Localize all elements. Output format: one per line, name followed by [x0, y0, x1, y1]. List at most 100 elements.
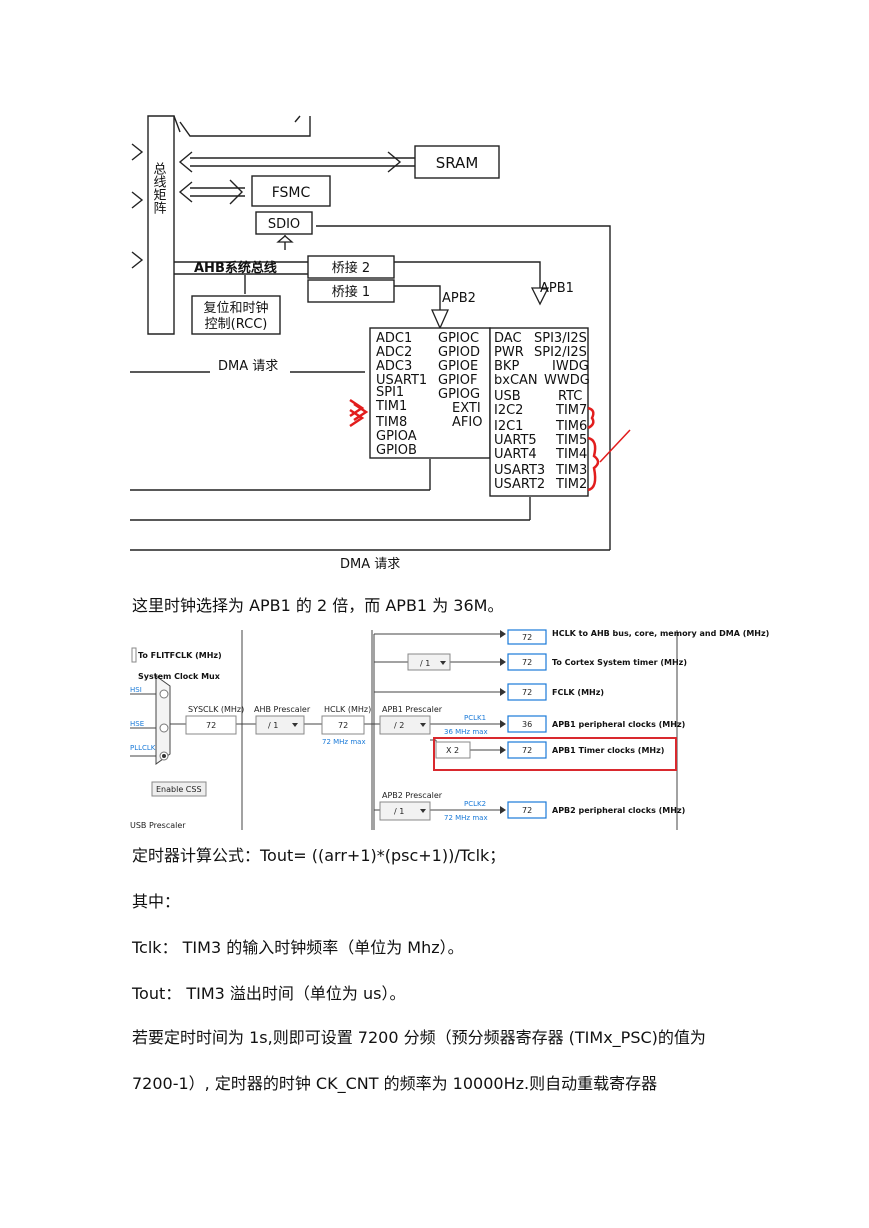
hclk-label: HCLK (MHz)	[324, 705, 371, 714]
apb1-label: APB1	[540, 281, 574, 296]
bridge1-box	[307, 279, 395, 303]
apb1-periph: I2C1	[494, 419, 523, 434]
output-label: FCLK (MHz)	[552, 688, 604, 697]
apb1-periph-tim4: TIM4	[555, 447, 587, 462]
apb2-label: APB2	[442, 291, 476, 306]
apb1-periph: UART4	[494, 447, 537, 462]
flitf-label: To FLITFCLK (MHz)	[138, 651, 222, 660]
bus-architecture-diagram: 总线矩阵 SRAM FSMC SDIO AHB系统总线 桥接 2 桥接 1 复位…	[130, 115, 631, 572]
apb1-periph: BKP	[494, 359, 519, 374]
apb1-periph: USART2	[494, 477, 545, 492]
apb2-periph: USART1	[376, 373, 427, 388]
paragraph-line2: 7200-1）, 定时器的时钟 CK_CNT 的频率为 10000Hz.则自动重…	[132, 1074, 658, 1093]
where-line: 其中：	[132, 892, 181, 911]
paragraph-line1: 若要定时时间为 1s,则即可设置 7200 分频（预分频器寄存器 (TIMx_P…	[132, 1028, 706, 1047]
apb2-periph-tim1: TIM1	[375, 399, 407, 414]
output-label: APB1 peripheral clocks (MHz)	[552, 720, 685, 729]
cortex-prescaler-select[interactable]: / 1	[420, 659, 430, 668]
apb2-prescaler-label: APB2 Prescaler	[382, 791, 443, 800]
sysclk-label: SYSCLK (MHz)	[188, 705, 244, 714]
apb1-periph-tim7: TIM7	[555, 403, 587, 418]
output-label: HCLK to AHB bus, core, memory and DMA (M…	[552, 629, 769, 638]
sram-box	[414, 145, 500, 179]
apb2-periph: ADC3	[376, 359, 412, 374]
bridge2-label: 桥接 2	[332, 260, 370, 276]
tclk-line: Tclk： TIM3 的输入时钟频率（单位为 Mhz）。	[132, 938, 464, 957]
pclk1-label: PCLK1	[464, 714, 486, 722]
red-highlight-marks	[349, 398, 631, 492]
dma-request-bottom: DMA 请求	[340, 557, 400, 572]
rcc-label-line1: 复位和时钟	[203, 300, 268, 316]
apb2-periph: SPI1	[376, 385, 404, 400]
apb1-periph-tim3: TIM3	[555, 463, 587, 478]
ahb-prescaler-label: AHB Prescaler	[254, 705, 311, 714]
tout-line: Tout： TIM3 溢出时间（单位为 us）。	[132, 984, 406, 1003]
output-value: 36	[522, 720, 532, 729]
apb1-periph: PWR	[494, 345, 524, 360]
bridge2-box	[307, 255, 395, 279]
apb1-periph-tim5: TIM5	[555, 433, 587, 448]
apb1-timer-highlight	[433, 737, 677, 771]
pllclk-label: PLLCLK	[130, 744, 156, 752]
apb1-prescaler-label: APB1 Prescaler	[382, 705, 443, 714]
apb2-periph: AFIO	[452, 415, 482, 430]
dma-request-top: DMA 请求	[218, 359, 278, 374]
apb1-periph: USB	[494, 389, 521, 404]
apb1-periph: IWDG	[552, 359, 589, 374]
apb1-prescaler-select[interactable]: / 2	[394, 721, 404, 730]
pclk2-max: 72 MHz max	[444, 814, 488, 822]
hse-label: HSE	[130, 720, 144, 728]
apb2-periph: GPIOC	[438, 331, 479, 346]
output-label: To Cortex System timer (MHz)	[552, 658, 687, 667]
fsmc-label: FSMC	[272, 185, 311, 201]
apb1-periph: USART3	[494, 463, 545, 478]
caption-apb1: 这里时钟选择为 APB1 的 2 倍，而 APB1 为 36M。	[132, 596, 504, 615]
apb1-periph: WWDG	[544, 373, 590, 388]
usb-prescaler-label: USB Prescaler	[130, 821, 186, 830]
pclk1-max: 36 MHz max	[444, 728, 488, 736]
apb1-periph-tim2: TIM2	[555, 477, 587, 492]
apb1-periph: I2C2	[494, 403, 523, 418]
apb1-peripheral-box	[489, 327, 589, 497]
apb2-periph: ADC2	[376, 345, 412, 360]
apb1-periph: SPI3/I2S	[534, 331, 587, 346]
ahb-prescaler-select[interactable]: / 1	[268, 721, 278, 730]
apb1-periph: DAC	[494, 331, 522, 346]
enable-css-button[interactable]: Enable CSS	[156, 785, 202, 794]
fsmc-box	[251, 175, 331, 207]
bridge1-label: 桥接 1	[332, 284, 370, 300]
output-label: APB1 Timer clocks (MHz)	[552, 746, 664, 755]
hclk-max: 72 MHz max	[322, 738, 366, 746]
output-value: 72	[522, 806, 532, 815]
output-label: APB2 peripheral clocks (MHz)	[552, 806, 685, 815]
output-value: 72	[522, 688, 532, 697]
apb2-periph-tim8: TIM8	[375, 415, 407, 430]
apb2-peripheral-box	[369, 327, 491, 459]
sdio-label: SDIO	[268, 217, 300, 232]
apb2-periph: GPIOD	[438, 345, 480, 360]
sram-label: SRAM	[436, 154, 479, 172]
apb1-periph: SPI2/I2S	[534, 345, 587, 360]
pclk2-label: PCLK2	[464, 800, 486, 808]
apb2-periph: ADC1	[376, 331, 412, 346]
apb1-periph-tim6: TIM6	[555, 419, 587, 434]
x2-multiplier: X 2	[446, 746, 459, 755]
ahb-bus-label: AHB系统总线	[194, 260, 277, 276]
output-value: 72	[522, 658, 532, 667]
apb1-periph: RTC	[558, 389, 582, 404]
hclk-value: 72	[338, 721, 348, 730]
apb2-periph: GPIOF	[438, 373, 477, 388]
clock-tree-diagram: To FLITFCLK (MHz) System Clock Mux HSI H…	[130, 629, 769, 830]
output-value: 72	[522, 746, 532, 755]
apb1-periph: UART5	[494, 433, 537, 448]
apb2-periph: GPIOA	[376, 429, 417, 444]
rcc-label-line2: 控制(RCC)	[205, 317, 268, 332]
apb2-prescaler-select[interactable]: / 1	[394, 807, 404, 816]
formula-line: 定时器计算公式：Tout= ((arr+1)*(psc+1))/Tclk；	[132, 846, 506, 865]
system-clock-mux-label: System Clock Mux	[138, 672, 221, 681]
sdio-box	[255, 211, 313, 235]
apb2-periph: GPIOG	[438, 387, 480, 402]
apb1-periph: bxCAN	[494, 373, 538, 388]
hsi-label: HSI	[130, 686, 142, 694]
output-value: 72	[522, 633, 532, 642]
